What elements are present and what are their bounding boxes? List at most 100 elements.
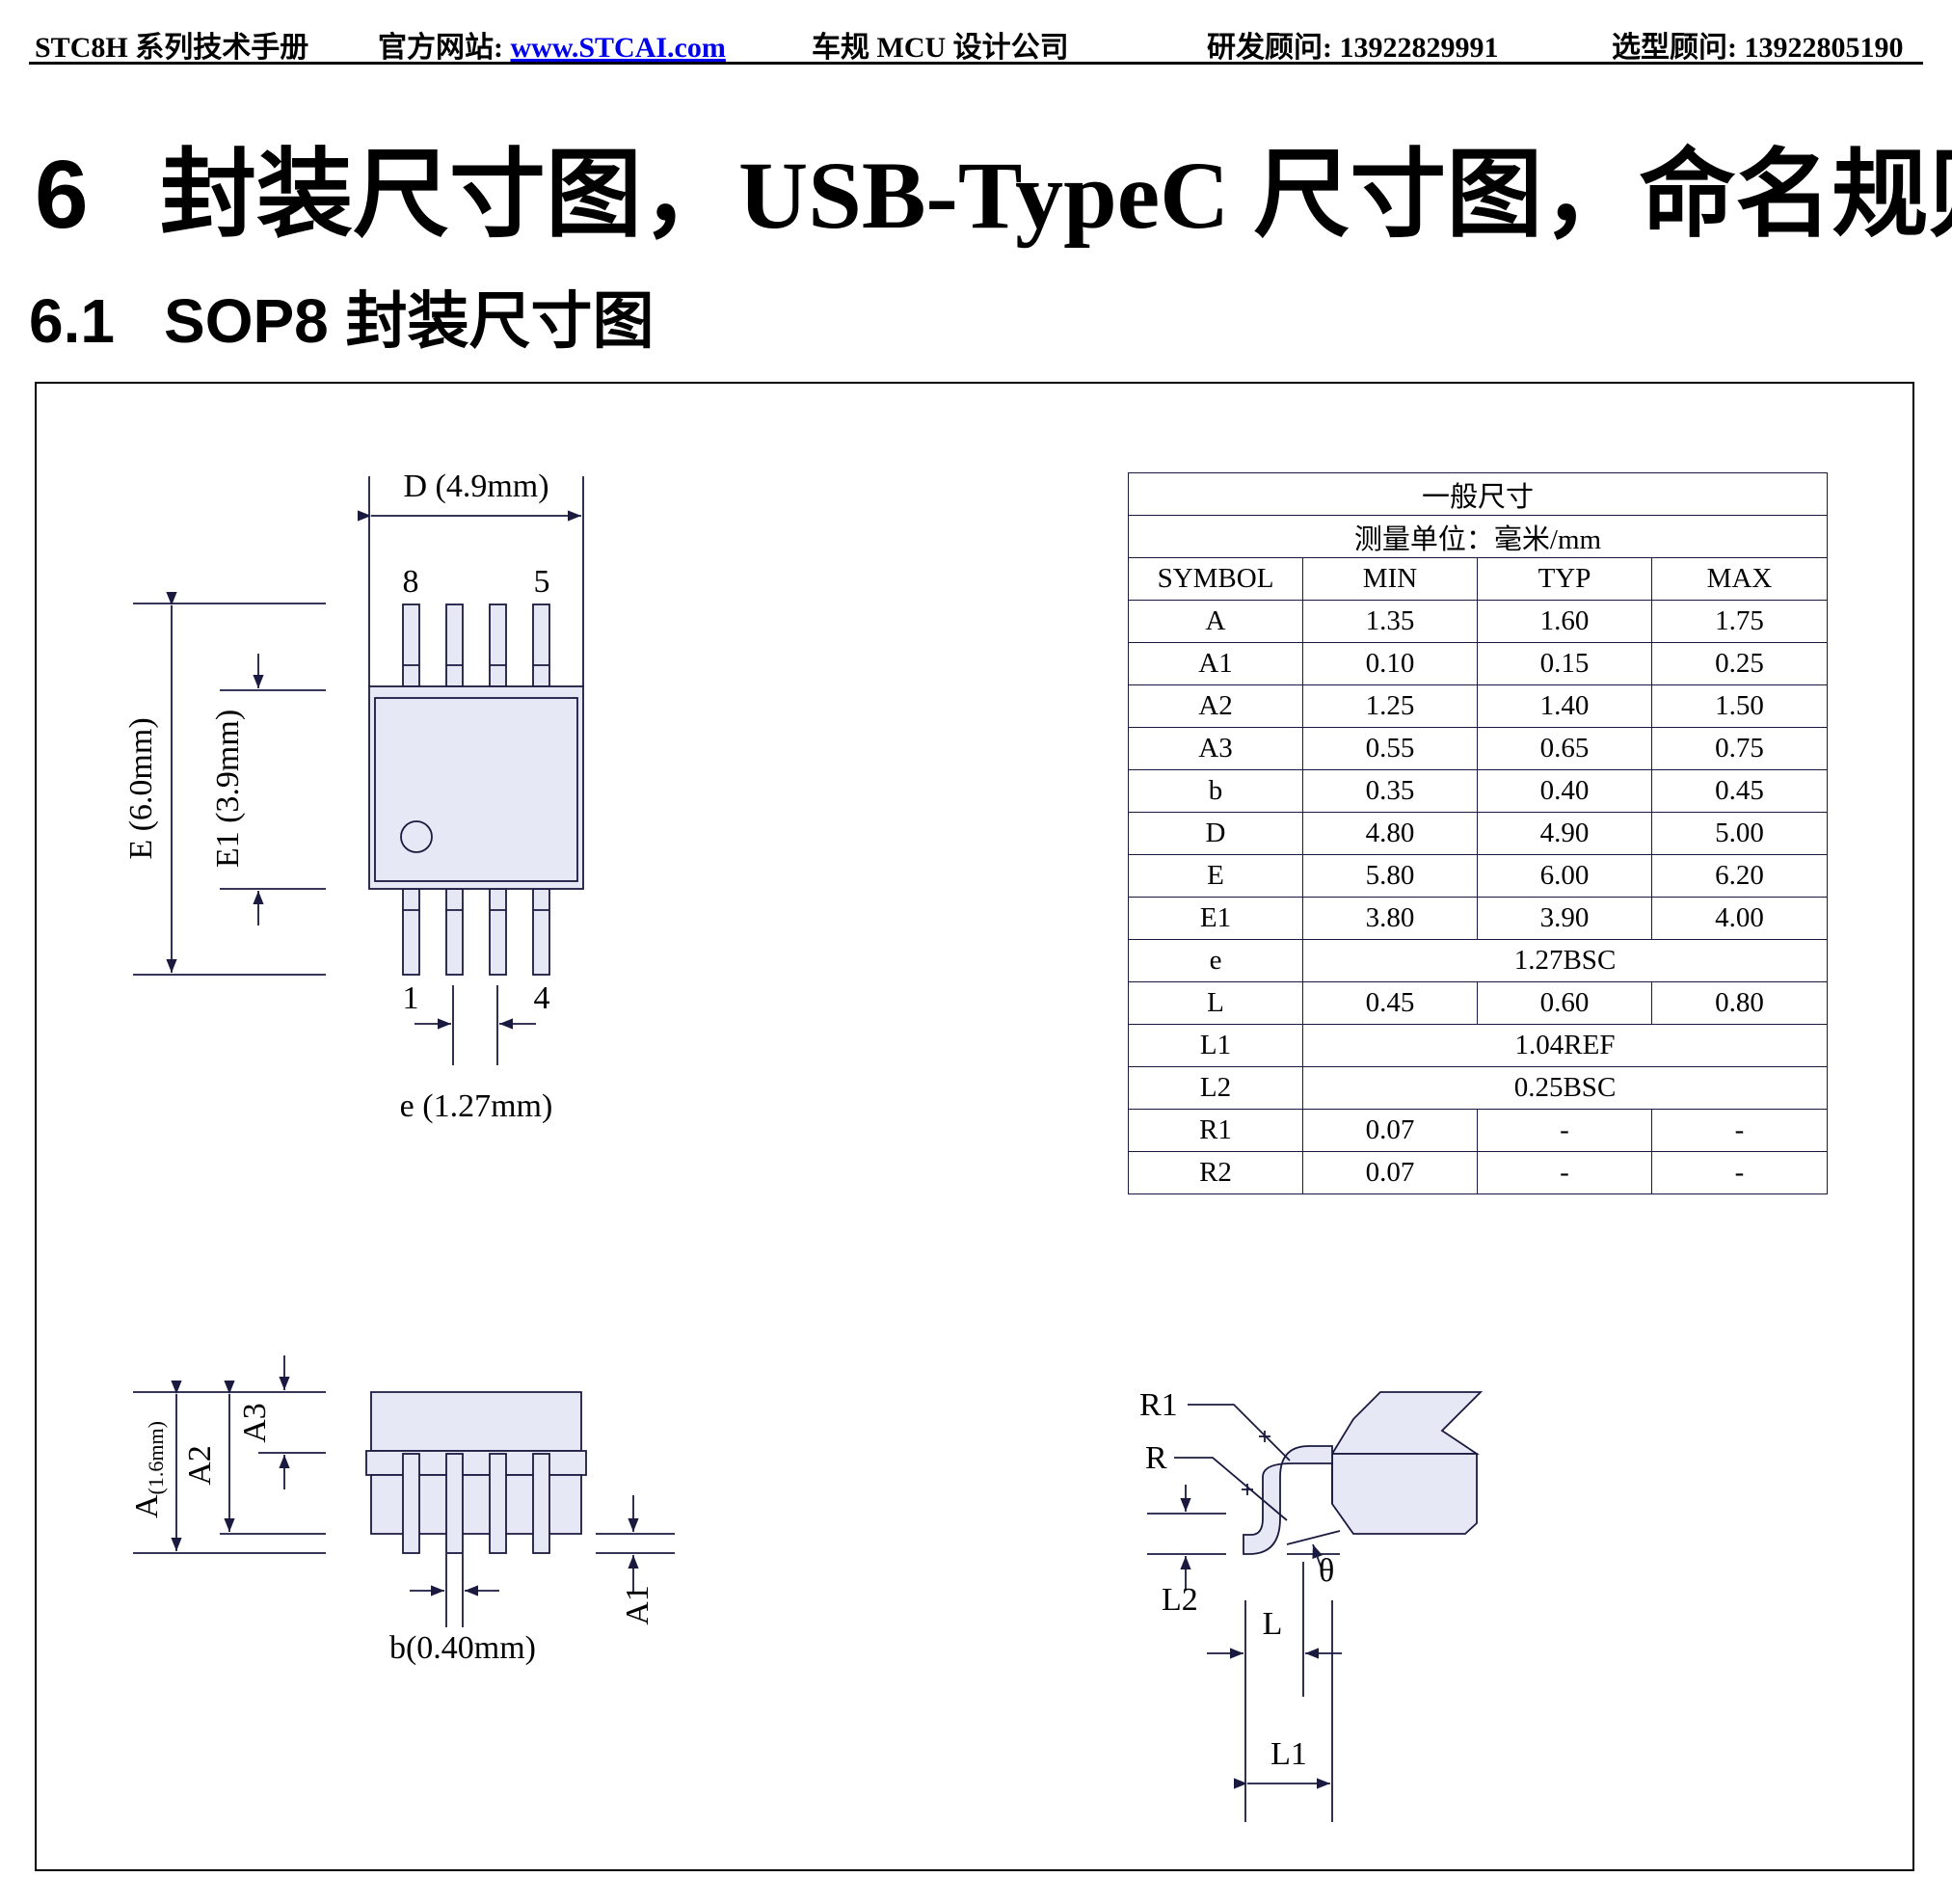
cell-min: 0.35 — [1302, 769, 1478, 813]
cell-min: 4.80 — [1302, 812, 1478, 855]
website-link[interactable]: www.STCAI.com — [510, 32, 726, 64]
l2-label: L2 — [1162, 1582, 1198, 1618]
drawing-frame — [35, 382, 1914, 1871]
cell-symbol: L — [1128, 981, 1303, 1025]
bottom-leads — [402, 888, 550, 976]
pin4-label: 4 — [534, 980, 550, 1016]
l-label: L — [1263, 1606, 1283, 1642]
cell-min: 5.80 — [1302, 854, 1478, 898]
a-dim-label: A(1.6mm) — [129, 1421, 168, 1518]
subsection-heading: 6.1 SOP8 封装尺寸图 — [29, 272, 655, 361]
cell-symbol: L1 — [1128, 1024, 1303, 1067]
side-view — [133, 1355, 675, 1627]
cell-typ: 0.60 — [1477, 981, 1652, 1025]
cell-max: 6.20 — [1650, 854, 1829, 898]
pin8-label: 8 — [403, 564, 419, 600]
subsection-number: 6.1 — [29, 286, 115, 356]
website: 官方网站: www.STCAI.com — [378, 23, 726, 66]
rd-contact: 研发顾问: 13922829991 — [1207, 32, 1499, 64]
cell-max: 1.50 — [1650, 684, 1829, 728]
sales-contact: 选型顾问: 13922805190 — [1612, 32, 1904, 64]
cell-span: 1.27BSC — [1301, 939, 1829, 982]
a-dim-sub: (1.6mm) — [144, 1421, 168, 1494]
cell-symbol: E — [1128, 854, 1303, 898]
package-body — [368, 685, 584, 890]
cell-typ: - — [1477, 1109, 1652, 1152]
cell-typ: - — [1477, 1151, 1652, 1194]
section-heading: 6 封装尺寸图，USB-TypeC 尺寸图，命名规则 — [35, 116, 1952, 255]
cell-symbol: e — [1128, 939, 1303, 982]
e-dim-label: E (6.0mm) — [123, 717, 159, 859]
col-max: MAX — [1650, 557, 1829, 601]
cell-min: 0.45 — [1302, 981, 1478, 1025]
theta-label: θ — [1319, 1553, 1334, 1589]
col-symbol: SYMBOL — [1128, 557, 1303, 601]
col-min: MIN — [1302, 557, 1478, 601]
cell-typ: 0.15 — [1477, 642, 1652, 685]
cell-symbol: R2 — [1128, 1151, 1303, 1194]
cell-typ: 6.00 — [1477, 854, 1652, 898]
top-view — [133, 476, 584, 1065]
cell-min: 0.07 — [1302, 1151, 1478, 1194]
cell-min: 0.55 — [1302, 727, 1478, 770]
r-label: R — [1145, 1440, 1167, 1476]
cell-max: - — [1650, 1109, 1829, 1152]
cell-span: 0.25BSC — [1301, 1066, 1829, 1110]
b-dim-label: b(0.40mm) — [389, 1630, 536, 1666]
d-dim-label: D (4.9mm) — [403, 469, 548, 504]
e1-dim-label: E1 (3.9mm) — [210, 710, 246, 868]
cell-min: 0.07 — [1302, 1109, 1478, 1152]
side-leads — [402, 1453, 550, 1554]
section-number: 6 — [35, 141, 89, 249]
cell-symbol: A2 — [1128, 684, 1303, 728]
cell-min: 0.10 — [1302, 642, 1478, 685]
lead-detail — [1147, 1391, 1484, 1822]
cell-symbol: A1 — [1128, 642, 1303, 685]
cell-min: 1.35 — [1302, 600, 1478, 643]
cell-max: 0.80 — [1650, 981, 1829, 1025]
table-title: 一般尺寸 — [1127, 472, 1829, 516]
cell-symbol: L2 — [1128, 1066, 1303, 1110]
manual-title: STC8H 系列技术手册 — [35, 32, 309, 64]
a2-label: A2 — [182, 1445, 218, 1486]
pin1-label: 1 — [403, 980, 419, 1016]
cell-typ: 3.90 — [1477, 897, 1652, 940]
cell-max: 1.75 — [1650, 600, 1829, 643]
cell-max: 5.00 — [1650, 812, 1829, 855]
cell-typ: 1.40 — [1477, 684, 1652, 728]
company-tagline: 车规 MCU 设计公司 — [812, 32, 1069, 64]
col-typ: TYP — [1477, 557, 1652, 601]
cell-max: - — [1650, 1151, 1829, 1194]
cell-max: 4.00 — [1650, 897, 1829, 940]
a3-label: A3 — [237, 1403, 273, 1443]
subsection-title: SOP8 封装尺寸图 — [164, 286, 655, 356]
page-header: STC8H 系列技术手册 官方网站: www.STCAI.com 车规 MCU … — [29, 17, 1923, 65]
cell-symbol: D — [1128, 812, 1303, 855]
pitch-label: e (1.27mm) — [400, 1088, 553, 1124]
cell-max: 0.45 — [1650, 769, 1829, 813]
cell-symbol: R1 — [1128, 1109, 1303, 1152]
cell-symbol: b — [1128, 769, 1303, 813]
l1-label: L1 — [1270, 1736, 1307, 1772]
cell-symbol: E1 — [1128, 897, 1303, 940]
r1-label: R1 — [1139, 1387, 1178, 1423]
section-title: 封装尺寸图，USB-TypeC 尺寸图，命名规则 — [160, 142, 1952, 249]
a-dim-main: A — [129, 1494, 165, 1518]
table-unit: 测量单位：毫米/mm — [1127, 515, 1829, 558]
cell-min: 1.25 — [1302, 684, 1478, 728]
cell-max: 0.25 — [1650, 642, 1829, 685]
top-leads — [402, 603, 550, 687]
cell-typ: 1.60 — [1477, 600, 1652, 643]
